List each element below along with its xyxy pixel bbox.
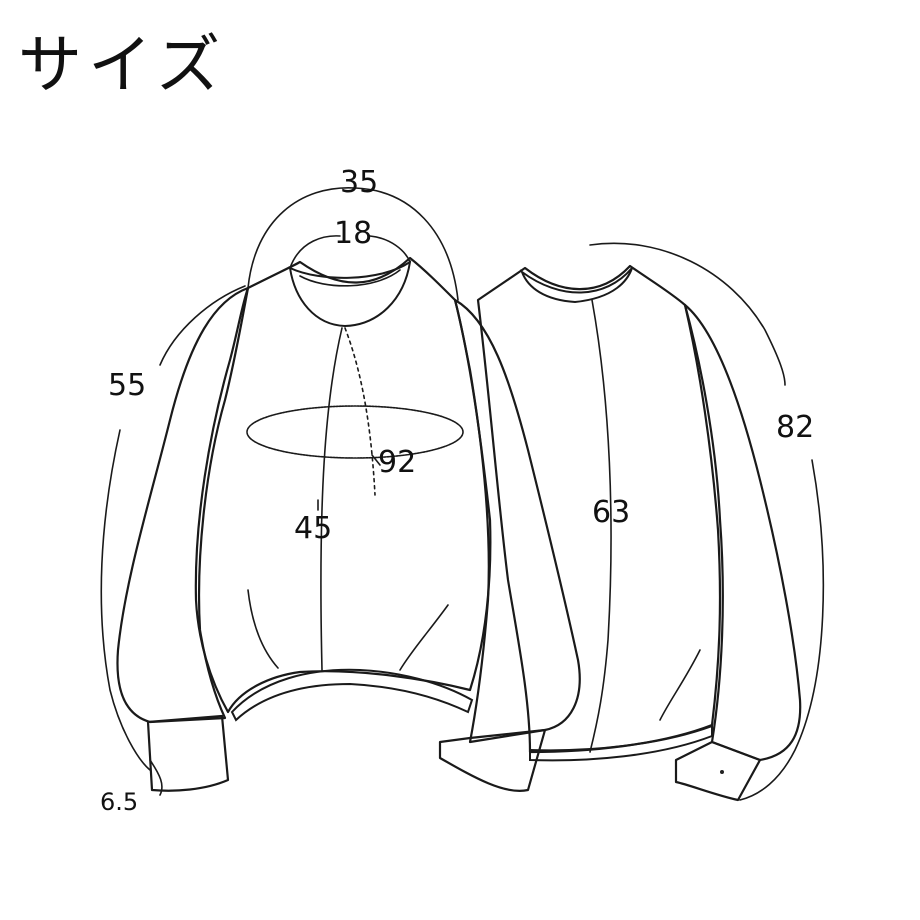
back-hem-rib — [529, 724, 713, 762]
front-left-cuff — [146, 714, 230, 792]
front-neck-rib — [288, 259, 412, 328]
cuff-height-label: 6.5 — [100, 788, 138, 816]
front-length-label: 45 — [294, 511, 332, 546]
cuff-leader — [149, 759, 163, 796]
shoulder-width-label: 35 — [340, 165, 378, 200]
chest-ellipse — [246, 405, 464, 459]
neck-arc — [289, 235, 411, 269]
front-left-sleeve — [116, 286, 250, 724]
back-length-label: 63 — [592, 495, 630, 530]
back-sleeve — [683, 303, 802, 762]
yuki-arc-bottom — [739, 459, 825, 801]
sleeve-arc-top — [159, 285, 246, 366]
chest-label: 92 — [378, 445, 416, 480]
back-cuff — [674, 740, 762, 802]
back-neck-rib — [519, 267, 633, 304]
page-title: サイズ — [18, 29, 227, 103]
front-hem-rib — [230, 668, 474, 722]
front-view — [116, 256, 581, 792]
front-neck-inner — [299, 269, 401, 287]
neck-width-label: 18 — [334, 216, 372, 251]
measurement-lines — [100, 187, 825, 801]
front-drape-right — [399, 604, 449, 671]
front-right-cuff — [438, 728, 547, 792]
sleeve-length-label: 55 — [108, 368, 146, 403]
back-cuff-dot — [720, 770, 724, 774]
front-center-line — [320, 327, 343, 671]
sleeve-arc-bottom — [100, 429, 151, 771]
front-center-dash — [344, 327, 376, 496]
back-view — [476, 264, 802, 802]
back-center-line — [589, 299, 612, 753]
shoulder-arc — [247, 187, 459, 301]
yuki-length-label: 82 — [776, 410, 814, 445]
chest-leader — [371, 454, 381, 466]
back-body — [476, 264, 722, 754]
back-drape — [659, 649, 701, 721]
yuki-arc-top — [589, 242, 786, 386]
front-drape-left — [247, 589, 279, 669]
